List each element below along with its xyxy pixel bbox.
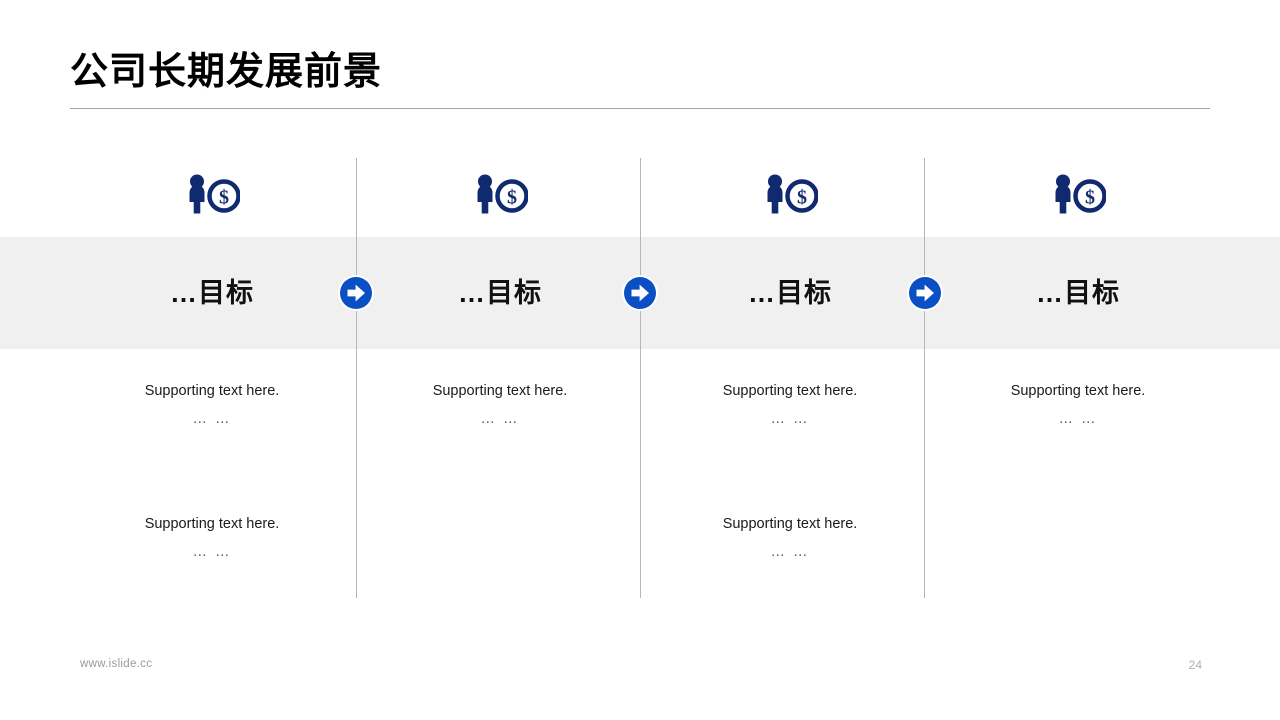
person-money-icon: $	[477, 174, 528, 214]
column-divider-2	[640, 158, 641, 598]
svg-text:$: $	[219, 187, 229, 209]
column-divider-1	[356, 158, 357, 598]
goal-label-4: …目标	[1036, 278, 1120, 308]
supporting-text-1-1: Supporting text here.	[144, 383, 280, 399]
person-money-icon: $	[189, 174, 240, 214]
supporting-text-3-1: Supporting text here.	[722, 383, 858, 399]
supporting-dots-3-2: … …	[770, 544, 810, 560]
supporting-dots-1-1: … …	[192, 411, 232, 427]
goal-label-2: …目标	[458, 278, 542, 308]
person-money-icon-wrap-4: $	[936, 170, 1220, 218]
person-money-icon-wrap-3: $	[648, 170, 932, 218]
page-number: 24	[1188, 658, 1202, 672]
svg-text:$: $	[507, 187, 517, 209]
supporting-dots-1-2: … …	[192, 544, 232, 560]
supporting-text-block-3-1: Supporting text here. … …	[648, 381, 932, 430]
supporting-dots-3-1: … …	[770, 411, 810, 427]
goal-label-3: …目标	[748, 278, 832, 308]
supporting-text-4-1: Supporting text here.	[1010, 383, 1146, 399]
footer-url: www.islide.cc	[80, 658, 153, 670]
column-3: $ …目标 Supporting text here. … … Supporti…	[648, 0, 932, 720]
page-title-block: 公司长期发展前景	[70, 50, 1210, 96]
person-money-icon-wrap-2: $	[358, 170, 642, 218]
column-divider-3	[924, 158, 925, 598]
supporting-text-2-1: Supporting text here.	[432, 383, 568, 399]
supporting-text-3-2: Supporting text here.	[722, 516, 858, 532]
person-money-icon-wrap-1: $	[70, 170, 354, 218]
supporting-text-block-3-2: Supporting text here. … …	[648, 514, 932, 563]
supporting-text-block-1-2: Supporting text here. … …	[70, 514, 354, 563]
person-money-icon: $	[767, 174, 818, 214]
arrow-right-circle-icon-1	[338, 275, 374, 311]
arrow-right-circle-icon-2	[622, 275, 658, 311]
page-title: 公司长期发展前景	[70, 51, 383, 93]
person-money-icon: $	[1055, 174, 1106, 214]
supporting-text-block-1-1: Supporting text here. … …	[70, 381, 354, 430]
supporting-text-block-4-1: Supporting text here. … …	[936, 381, 1220, 430]
column-2: $ …目标 Supporting text here. … …	[358, 0, 642, 720]
column-1: $ …目标 Supporting text here. … … Supporti…	[70, 0, 354, 720]
goal-label-1: …目标	[170, 278, 254, 308]
supporting-text-block-2-1: Supporting text here. … …	[358, 381, 642, 430]
supporting-text-1-2: Supporting text here.	[144, 516, 280, 532]
supporting-dots-2-1: … …	[480, 411, 520, 427]
svg-text:$: $	[797, 187, 807, 209]
arrow-right-circle-icon-3	[907, 275, 943, 311]
column-4: $ …目标 Supporting text here. … …	[936, 0, 1220, 720]
svg-text:$: $	[1085, 187, 1095, 209]
supporting-dots-4-1: … …	[1058, 411, 1098, 427]
title-underline-rule	[70, 108, 1210, 109]
